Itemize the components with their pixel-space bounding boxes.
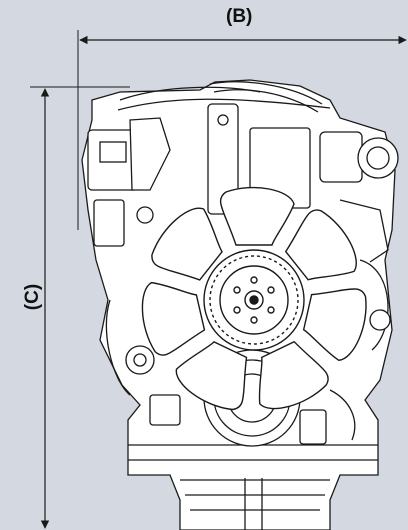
- dimension-b: [77, 30, 407, 230]
- dimension-b-label: (B): [226, 6, 253, 27]
- dimension-c-label: (C): [22, 283, 44, 311]
- dimension-c: [30, 86, 130, 529]
- cooling-fan-icon: [141, 186, 367, 411]
